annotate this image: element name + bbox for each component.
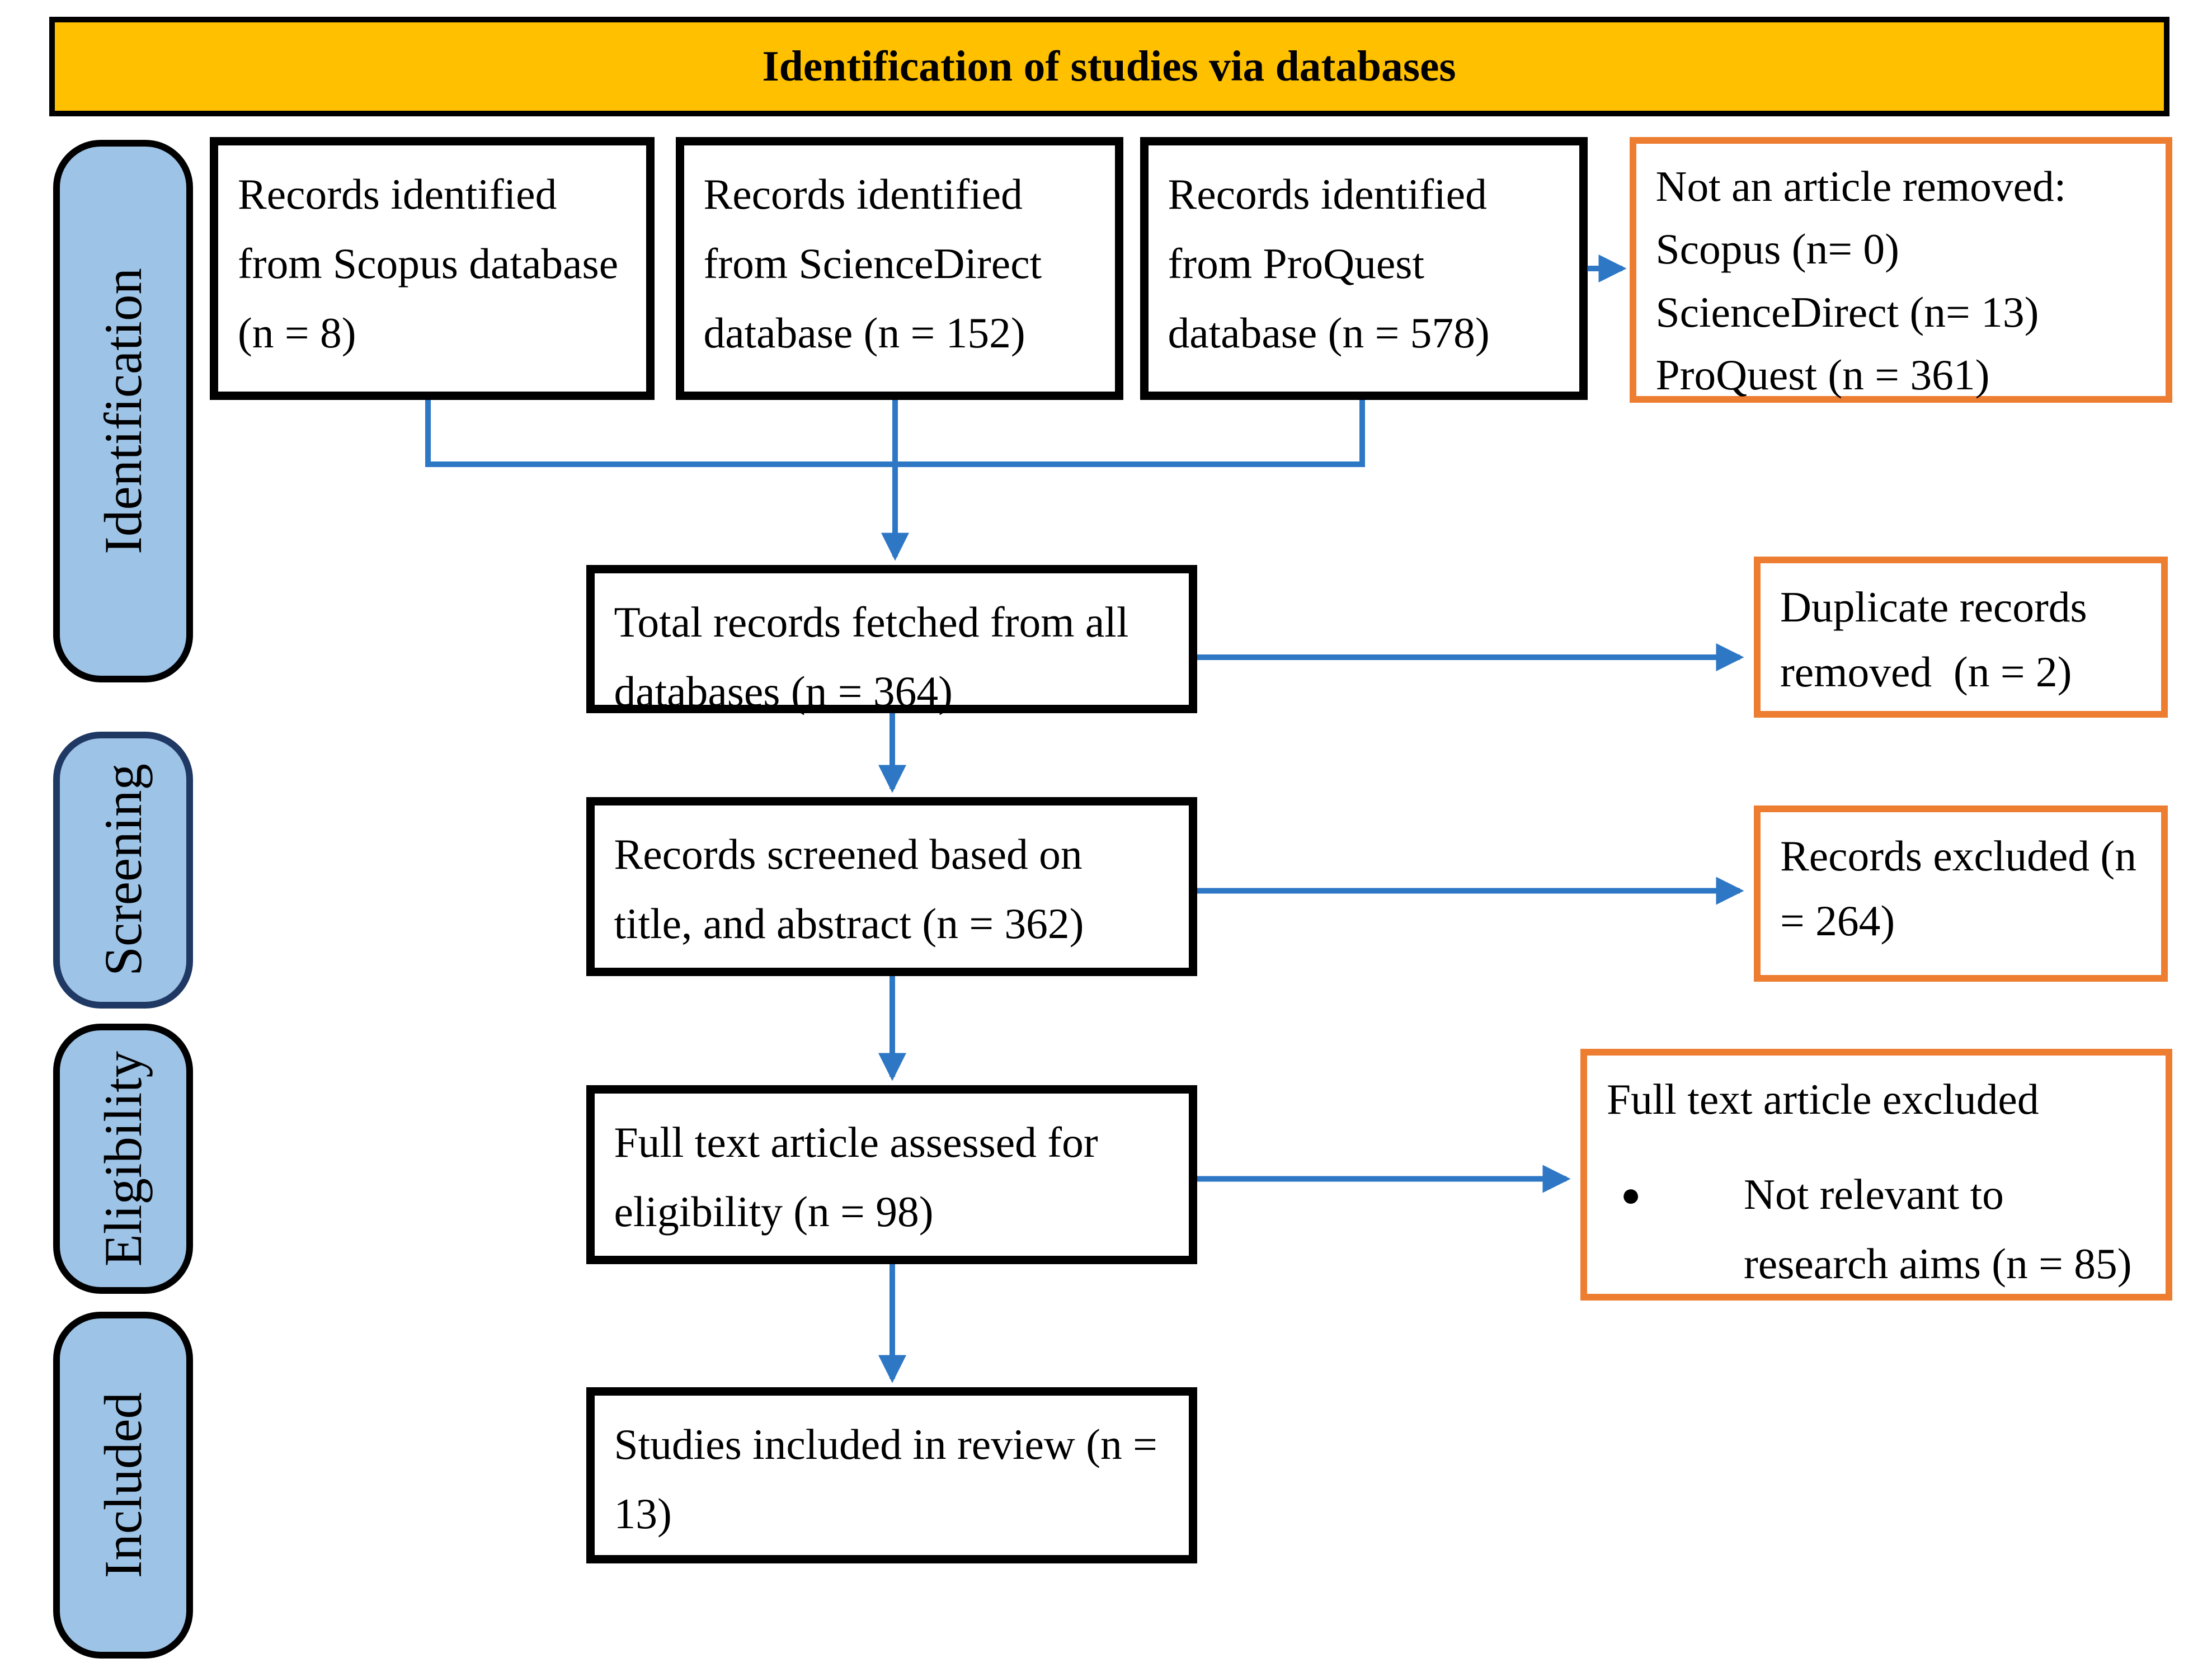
- banner: Identification of studies via databases: [49, 17, 2169, 116]
- box-studies-included-text: Studies included in review (n = 13): [614, 1420, 1157, 1538]
- box-records-sciencedirect: Records identified from ScienceDirect da…: [675, 137, 1123, 400]
- banner-title: Identification of studies via databases: [762, 42, 1456, 91]
- box-records-proquest: Records identified from ProQuest databas…: [1140, 137, 1588, 400]
- box-fulltext-assessed-text: Full text article assessed for eligibili…: [614, 1118, 1098, 1236]
- fulltext-excluded-bullet-text: Not relevant to research aims (n = 85): [1744, 1170, 2132, 1288]
- box-records-scopus-text: Records identified from Scopus database …: [238, 170, 619, 357]
- fulltext-excluded-bullet-row: ● Not relevant to research aims (n = 85): [1607, 1160, 2146, 1298]
- stage-screening-label: Screening: [93, 764, 153, 976]
- stage-included: Included: [53, 1312, 193, 1659]
- not-article-line-3: ScienceDirect (n= 13): [1655, 288, 2039, 336]
- box-records-sciencedirect-text: Records identified from ScienceDirect da…: [703, 170, 1042, 357]
- box-records-scopus: Records identified from Scopus database …: [210, 137, 655, 400]
- box-duplicates-removed-text: Duplicate records removed (n = 2): [1780, 583, 2098, 696]
- not-article-line-2: Scopus (n= 0): [1655, 225, 1899, 274]
- stage-eligibility-label: Eligibility: [93, 1050, 153, 1266]
- stage-eligibility: Eligibility: [53, 1024, 193, 1294]
- box-records-excluded: Records excluded (n = 264): [1754, 805, 2168, 982]
- stage-identification: Identification: [53, 140, 193, 682]
- not-article-line-4: ProQuest (n = 361): [1655, 351, 1990, 399]
- box-fulltext-assessed: Full text article assessed for eligibili…: [586, 1085, 1197, 1264]
- box-records-screened-text: Records screened based on title, and abs…: [614, 830, 1084, 948]
- box-total-records: Total records fetched from all databases…: [586, 565, 1197, 715]
- box-total-records-text: Total records fetched from all databases…: [614, 598, 1129, 715]
- box-records-excluded-text: Records excluded (n = 264): [1780, 832, 2136, 945]
- box-fulltext-excluded: Full text article excluded ● Not relevan…: [1580, 1049, 2172, 1301]
- not-article-line-1: Not an article removed:: [1655, 162, 2067, 210]
- box-records-proquest-text: Records identified from ProQuest databas…: [1168, 170, 1490, 357]
- box-duplicates-removed: Duplicate records removed (n = 2): [1754, 557, 2168, 718]
- box-studies-included: Studies included in review (n = 13): [586, 1387, 1197, 1563]
- stage-included-label: Included: [93, 1392, 153, 1579]
- box-fulltext-excluded-title: Full text article excluded: [1607, 1075, 2039, 1123]
- stage-identification-label: Identification: [93, 268, 153, 554]
- box-not-article-removed: Not an article removed: Scopus (n= 0) Sc…: [1629, 137, 2172, 403]
- box-records-screened: Records screened based on title, and abs…: [586, 797, 1197, 976]
- stage-screening: Screening: [53, 731, 193, 1009]
- bullet-icon: ●: [1621, 1176, 1641, 1214]
